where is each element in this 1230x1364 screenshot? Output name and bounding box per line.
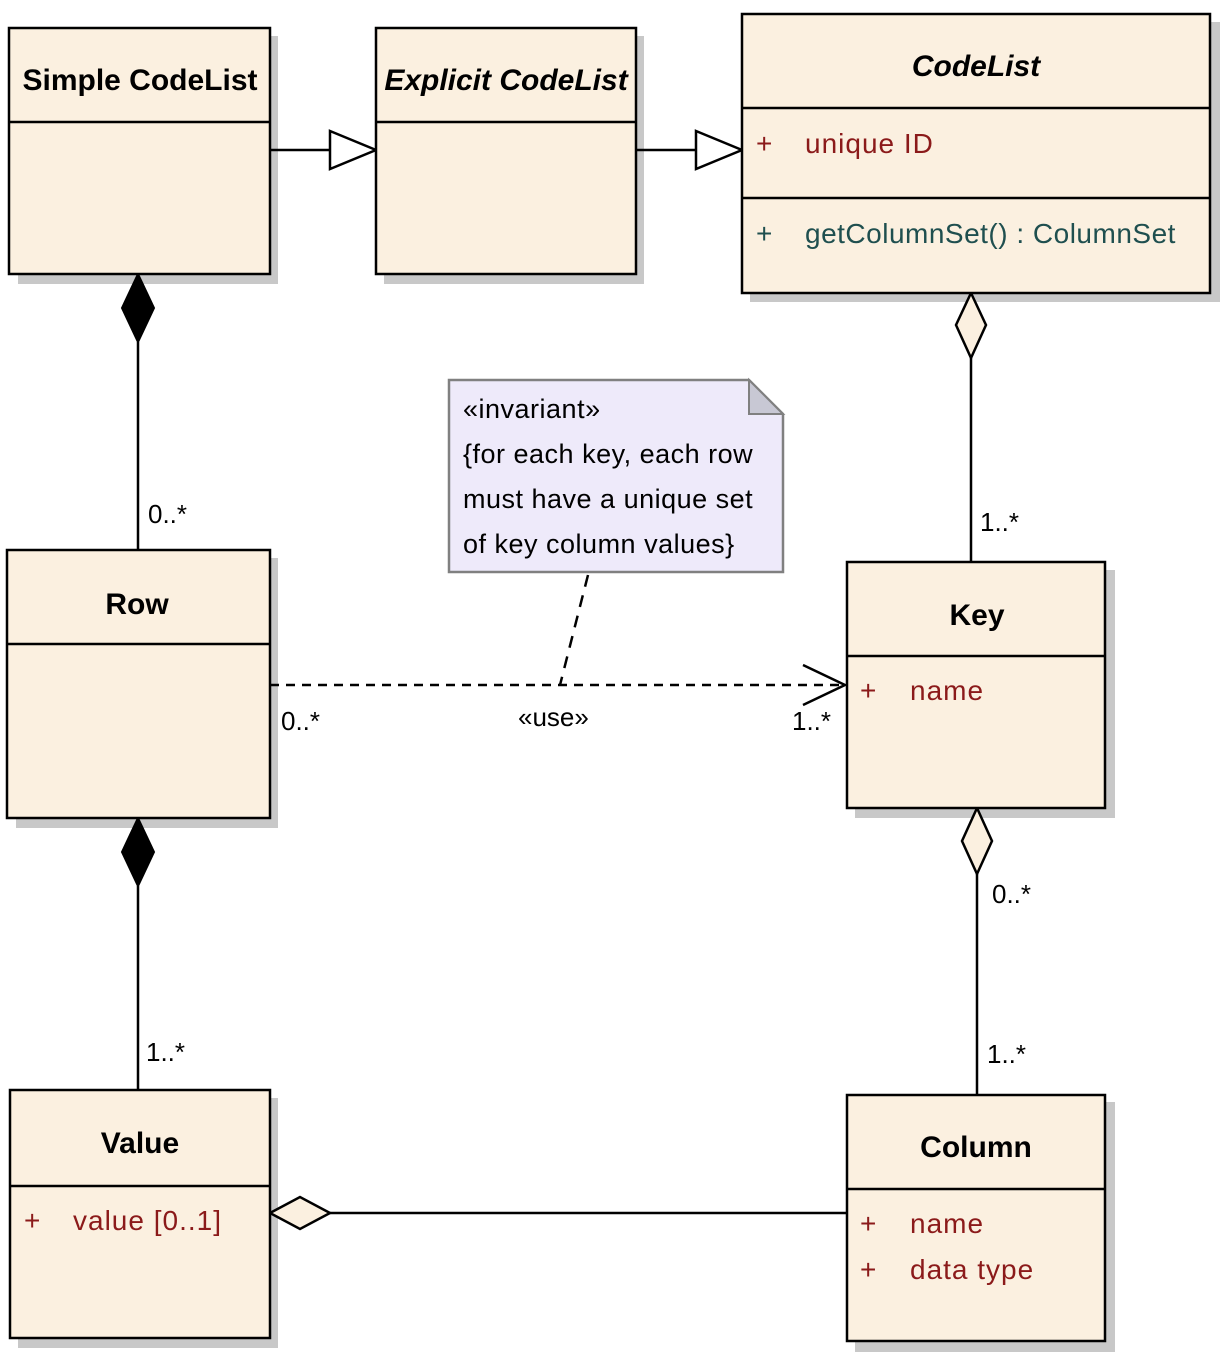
multiplicity-key: 1..* xyxy=(980,507,1019,537)
class-name: CodeList xyxy=(912,50,1042,83)
filled-diamond xyxy=(120,271,156,345)
hollow-triangle-arrowhead xyxy=(328,129,380,171)
composition-simplecodelist-row xyxy=(120,271,156,550)
multiplicity-column: 1..* xyxy=(987,1039,1026,1069)
note-anchor-line xyxy=(558,574,590,686)
class-codelist[interactable]: CodeList + unique ID + getColumnSet() : … xyxy=(740,12,1212,295)
note-line: of key column values} xyxy=(463,529,735,559)
open-arrowhead xyxy=(802,663,848,707)
class-value[interactable]: Value + value [0..1] xyxy=(8,1088,272,1340)
hollow-triangle-arrowhead xyxy=(694,129,746,171)
invariant-note[interactable]: «invariant» {for each key, each row must… xyxy=(447,377,786,574)
note-stereotype: «invariant» xyxy=(463,394,601,424)
multiplicity-key-column-source: 0..* xyxy=(992,879,1031,909)
class-column[interactable]: Column + name + data type xyxy=(845,1093,1107,1343)
class-explicit-codelist[interactable]: Explicit CodeList xyxy=(374,26,638,276)
attribute-name: name xyxy=(910,675,984,706)
multiplicity-row: 0..* xyxy=(148,499,187,529)
filled-diamond xyxy=(120,815,156,889)
attribute-visibility: + xyxy=(756,128,773,159)
attribute-unique-id: unique ID xyxy=(805,128,934,159)
class-key[interactable]: Key + name xyxy=(845,560,1107,810)
hollow-diamond xyxy=(267,1195,333,1231)
multiplicity-key-use: 1..* xyxy=(792,706,831,736)
attribute-visibility: + xyxy=(860,675,877,706)
class-name: Row xyxy=(105,588,169,621)
attribute-visibility: + xyxy=(860,1208,877,1239)
attribute-data-type: data type xyxy=(910,1254,1034,1285)
note-line: must have a unique set xyxy=(463,484,753,514)
hollow-diamond xyxy=(954,290,988,362)
generalization-explicit-to-codelist xyxy=(636,129,746,171)
attribute-value: value [0..1] xyxy=(73,1205,222,1236)
class-name: Key xyxy=(949,599,1004,632)
operation-getcolumnset: getColumnSet() : ColumnSet xyxy=(805,218,1176,249)
note-line: {for each key, each row xyxy=(463,439,753,469)
class-name: Value xyxy=(101,1127,179,1160)
class-name: Simple CodeList xyxy=(22,64,257,97)
operation-visibility: + xyxy=(756,218,773,249)
class-name: Column xyxy=(920,1131,1032,1164)
attribute-visibility: + xyxy=(860,1254,877,1285)
class-simple-codelist[interactable]: Simple CodeList xyxy=(7,26,272,276)
class-row[interactable]: Row xyxy=(5,548,272,820)
attribute-visibility: + xyxy=(24,1205,41,1236)
aggregation-key-column xyxy=(960,804,994,1095)
aggregation-codelist-key xyxy=(954,290,988,562)
multiplicity-row-use: 0..* xyxy=(281,706,320,736)
attribute-name: name xyxy=(910,1208,984,1239)
aggregation-value-column xyxy=(267,1195,847,1231)
composition-row-value xyxy=(120,815,156,1090)
note-folded-corner xyxy=(748,377,786,415)
hollow-diamond xyxy=(960,804,994,878)
use-stereotype-label: «use» xyxy=(518,702,589,732)
generalization-simple-to-explicit xyxy=(270,129,380,171)
dependency-row-key xyxy=(270,663,848,707)
class-name: Explicit CodeList xyxy=(384,64,629,97)
multiplicity-value: 1..* xyxy=(146,1037,185,1067)
